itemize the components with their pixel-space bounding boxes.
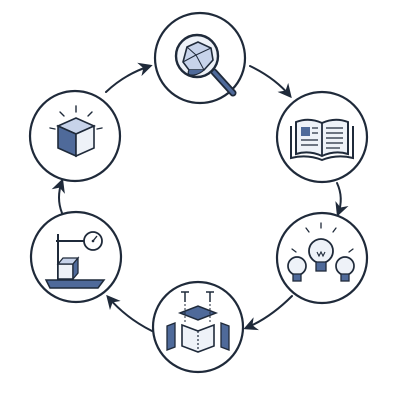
- arrow-analyze-to-study: [249, 65, 292, 99]
- arrow-model-to-analyze: [105, 62, 153, 93]
- light-bulbs-icon: [287, 222, 355, 282]
- node-analyze: [153, 11, 247, 105]
- node-measure: [29, 210, 123, 304]
- node-study: [275, 90, 369, 184]
- node-assemble: [151, 280, 245, 374]
- arrow-study-to-ideate: [335, 182, 349, 217]
- open-book-icon: [290, 118, 354, 162]
- node-ideate: [275, 211, 369, 305]
- magnifier-mineral-icon: [174, 33, 237, 97]
- glowing-cube-icon: [49, 105, 103, 158]
- cycle-arrows: [51, 62, 349, 332]
- arrow-ideate-to-assemble: [243, 295, 293, 331]
- arrow-measure-to-model: [51, 178, 65, 214]
- arrow-assemble-to-measure: [106, 294, 153, 332]
- node-model: [28, 89, 122, 183]
- exploded-cube-assembly-icon: [166, 291, 230, 353]
- dial-gauge-block-icon: [44, 231, 106, 289]
